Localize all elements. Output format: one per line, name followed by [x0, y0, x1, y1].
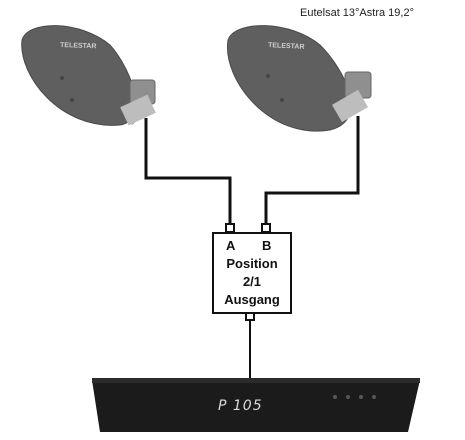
- connector-port-b: [261, 223, 271, 233]
- connector-port-a: [225, 223, 235, 233]
- diseqc-switch: A B Position 2/1 Ausgang: [212, 232, 292, 314]
- cable-dish-left-to-port-a: [144, 118, 232, 226]
- satellite-receiver: [92, 378, 420, 432]
- satellite-dish-right: TELESTAR: [227, 25, 372, 132]
- satellite-positions-caption: Eutelsat 13°Astra 19,2°: [300, 7, 414, 19]
- dish-brand-left: TELESTAR: [60, 42, 97, 50]
- dish-brand-right: TELESTAR: [268, 42, 305, 51]
- cable-dish-right-to-port-b: [264, 116, 360, 226]
- switch-label-position: Position: [226, 256, 278, 271]
- port-b-label: B: [262, 238, 272, 253]
- port-a-label: A: [226, 238, 236, 253]
- switch-label-ratio: 2/1: [242, 274, 262, 289]
- switch-label-output: Ausgang: [224, 292, 280, 307]
- satellite-dish-left: TELESTAR: [21, 25, 156, 126]
- receiver-display-text: P 105: [218, 398, 263, 414]
